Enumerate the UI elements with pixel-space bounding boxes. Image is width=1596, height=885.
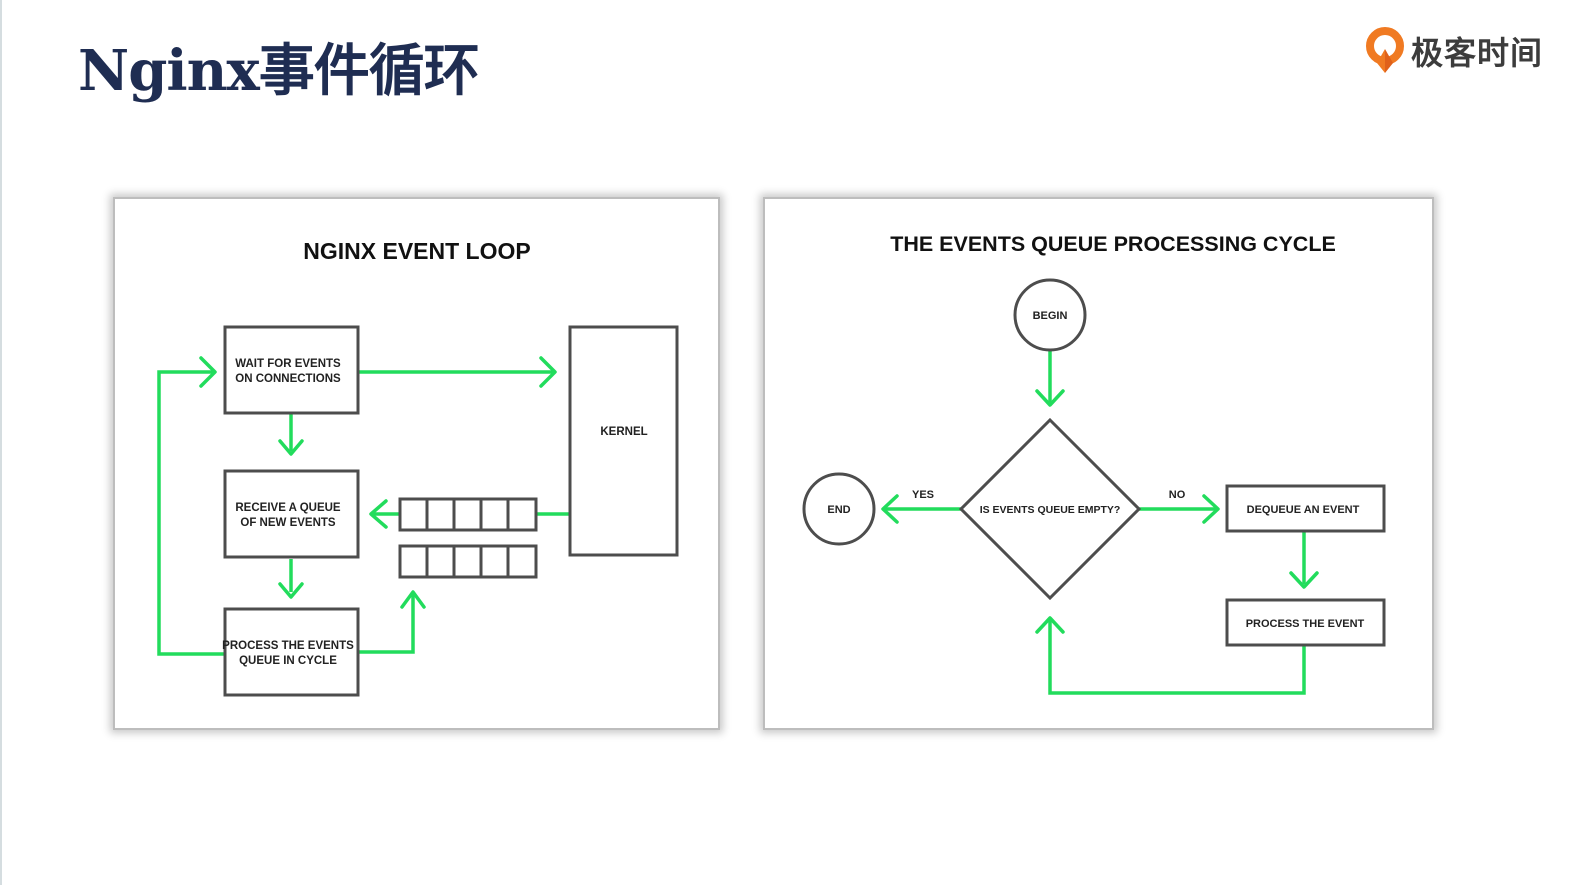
begin-label: BEGIN: [1033, 310, 1068, 322]
wait-to-receive-arrowhead: [278, 439, 304, 456]
queue-cycle-title: THE EVENTS QUEUE PROCESSING CYCLE: [890, 232, 1336, 256]
no-label: NO: [1169, 489, 1186, 501]
dequeue-label: DEQUEUE AN EVENT: [1247, 504, 1360, 516]
dequeue-to-process-arrowhead: [1289, 571, 1319, 589]
kernel-label: KERNEL: [600, 426, 647, 438]
dequeue-box: [1225, 484, 1386, 533]
process-events-box: [223, 607, 360, 697]
brand-name: 极客时间: [1411, 34, 1544, 72]
process-event-box: [1225, 598, 1386, 647]
process-events-line1: PROCESS THE EVENTS: [222, 640, 354, 652]
receive-queue-box: [223, 469, 360, 559]
receive-queue-line2: OF NEW EVENTS: [240, 517, 336, 529]
queue-empty-decision: [958, 417, 1142, 601]
decision-yes-arrowhead: [881, 494, 899, 524]
queue-cell: [479, 544, 510, 579]
begin-node: [1013, 278, 1087, 352]
end-label: END: [827, 504, 850, 516]
queue-cell: [506, 497, 538, 532]
event-loop-title: NGINX EVENT LOOP: [303, 238, 530, 264]
receive-to-process-arrowhead: [278, 582, 304, 599]
queue-cell: [506, 544, 538, 579]
end-node: [802, 472, 876, 546]
event-queue-upper: [398, 497, 538, 532]
yes-label: YES: [912, 489, 934, 501]
process-to-queue-arrowhead: [400, 590, 426, 609]
process-event-label: PROCESS THE EVENT: [1246, 618, 1365, 630]
process-loop-back-line: [1048, 619, 1306, 695]
process-events-line2: QUEUE IN CYCLE: [239, 655, 337, 667]
begin-to-decision-arrowhead: [1035, 389, 1065, 407]
kernel-to-receive-arrowhead: [369, 499, 388, 529]
nginx-event-loop-diagram: NGINX EVENT LOOP WAIT FOR EVENTS ON CONN…: [157, 238, 679, 697]
wait-for-events-line1: WAIT FOR EVENTS: [235, 358, 341, 370]
queue-cell: [398, 544, 429, 579]
brand-logo: 极客时间: [1365, 26, 1543, 76]
events-queue-cycle-panel: THE EVENTS QUEUE PROCESSING CYCLE BEGIN …: [763, 197, 1434, 730]
queue-cell: [425, 544, 456, 579]
queue-cell: [425, 497, 456, 532]
slide-title: Nginx事件循环: [78, 38, 480, 104]
decision-no-arrowhead: [1202, 494, 1220, 524]
wait-to-kernel-arrowhead: [539, 356, 557, 388]
kernel-box: [568, 325, 679, 557]
event-queue-lower: [398, 544, 538, 579]
queue-cell: [398, 497, 429, 532]
queue-cell: [452, 544, 483, 579]
events-queue-cycle-diagram: THE EVENTS QUEUE PROCESSING CYCLE BEGIN …: [802, 232, 1386, 695]
loop-back-arrowhead: [199, 356, 217, 388]
queue-cell: [479, 497, 510, 532]
nginx-event-loop-panel: NGINX EVENT LOOP WAIT FOR EVENTS ON CONN…: [113, 197, 720, 730]
loop-back-line: [157, 370, 225, 656]
slide-left-rule: [0, 0, 2, 885]
receive-queue-line1: RECEIVE A QUEUE: [235, 502, 341, 514]
decision-label: IS EVENTS QUEUE EMPTY?: [980, 504, 1121, 516]
queue-cell: [452, 497, 483, 532]
wait-for-events-box: [223, 325, 360, 415]
process-to-queue-line: [359, 595, 415, 654]
brand-icon: [1366, 27, 1404, 73]
wait-for-events-line2: ON CONNECTIONS: [235, 373, 341, 385]
process-loop-back-arrowhead: [1035, 616, 1065, 634]
